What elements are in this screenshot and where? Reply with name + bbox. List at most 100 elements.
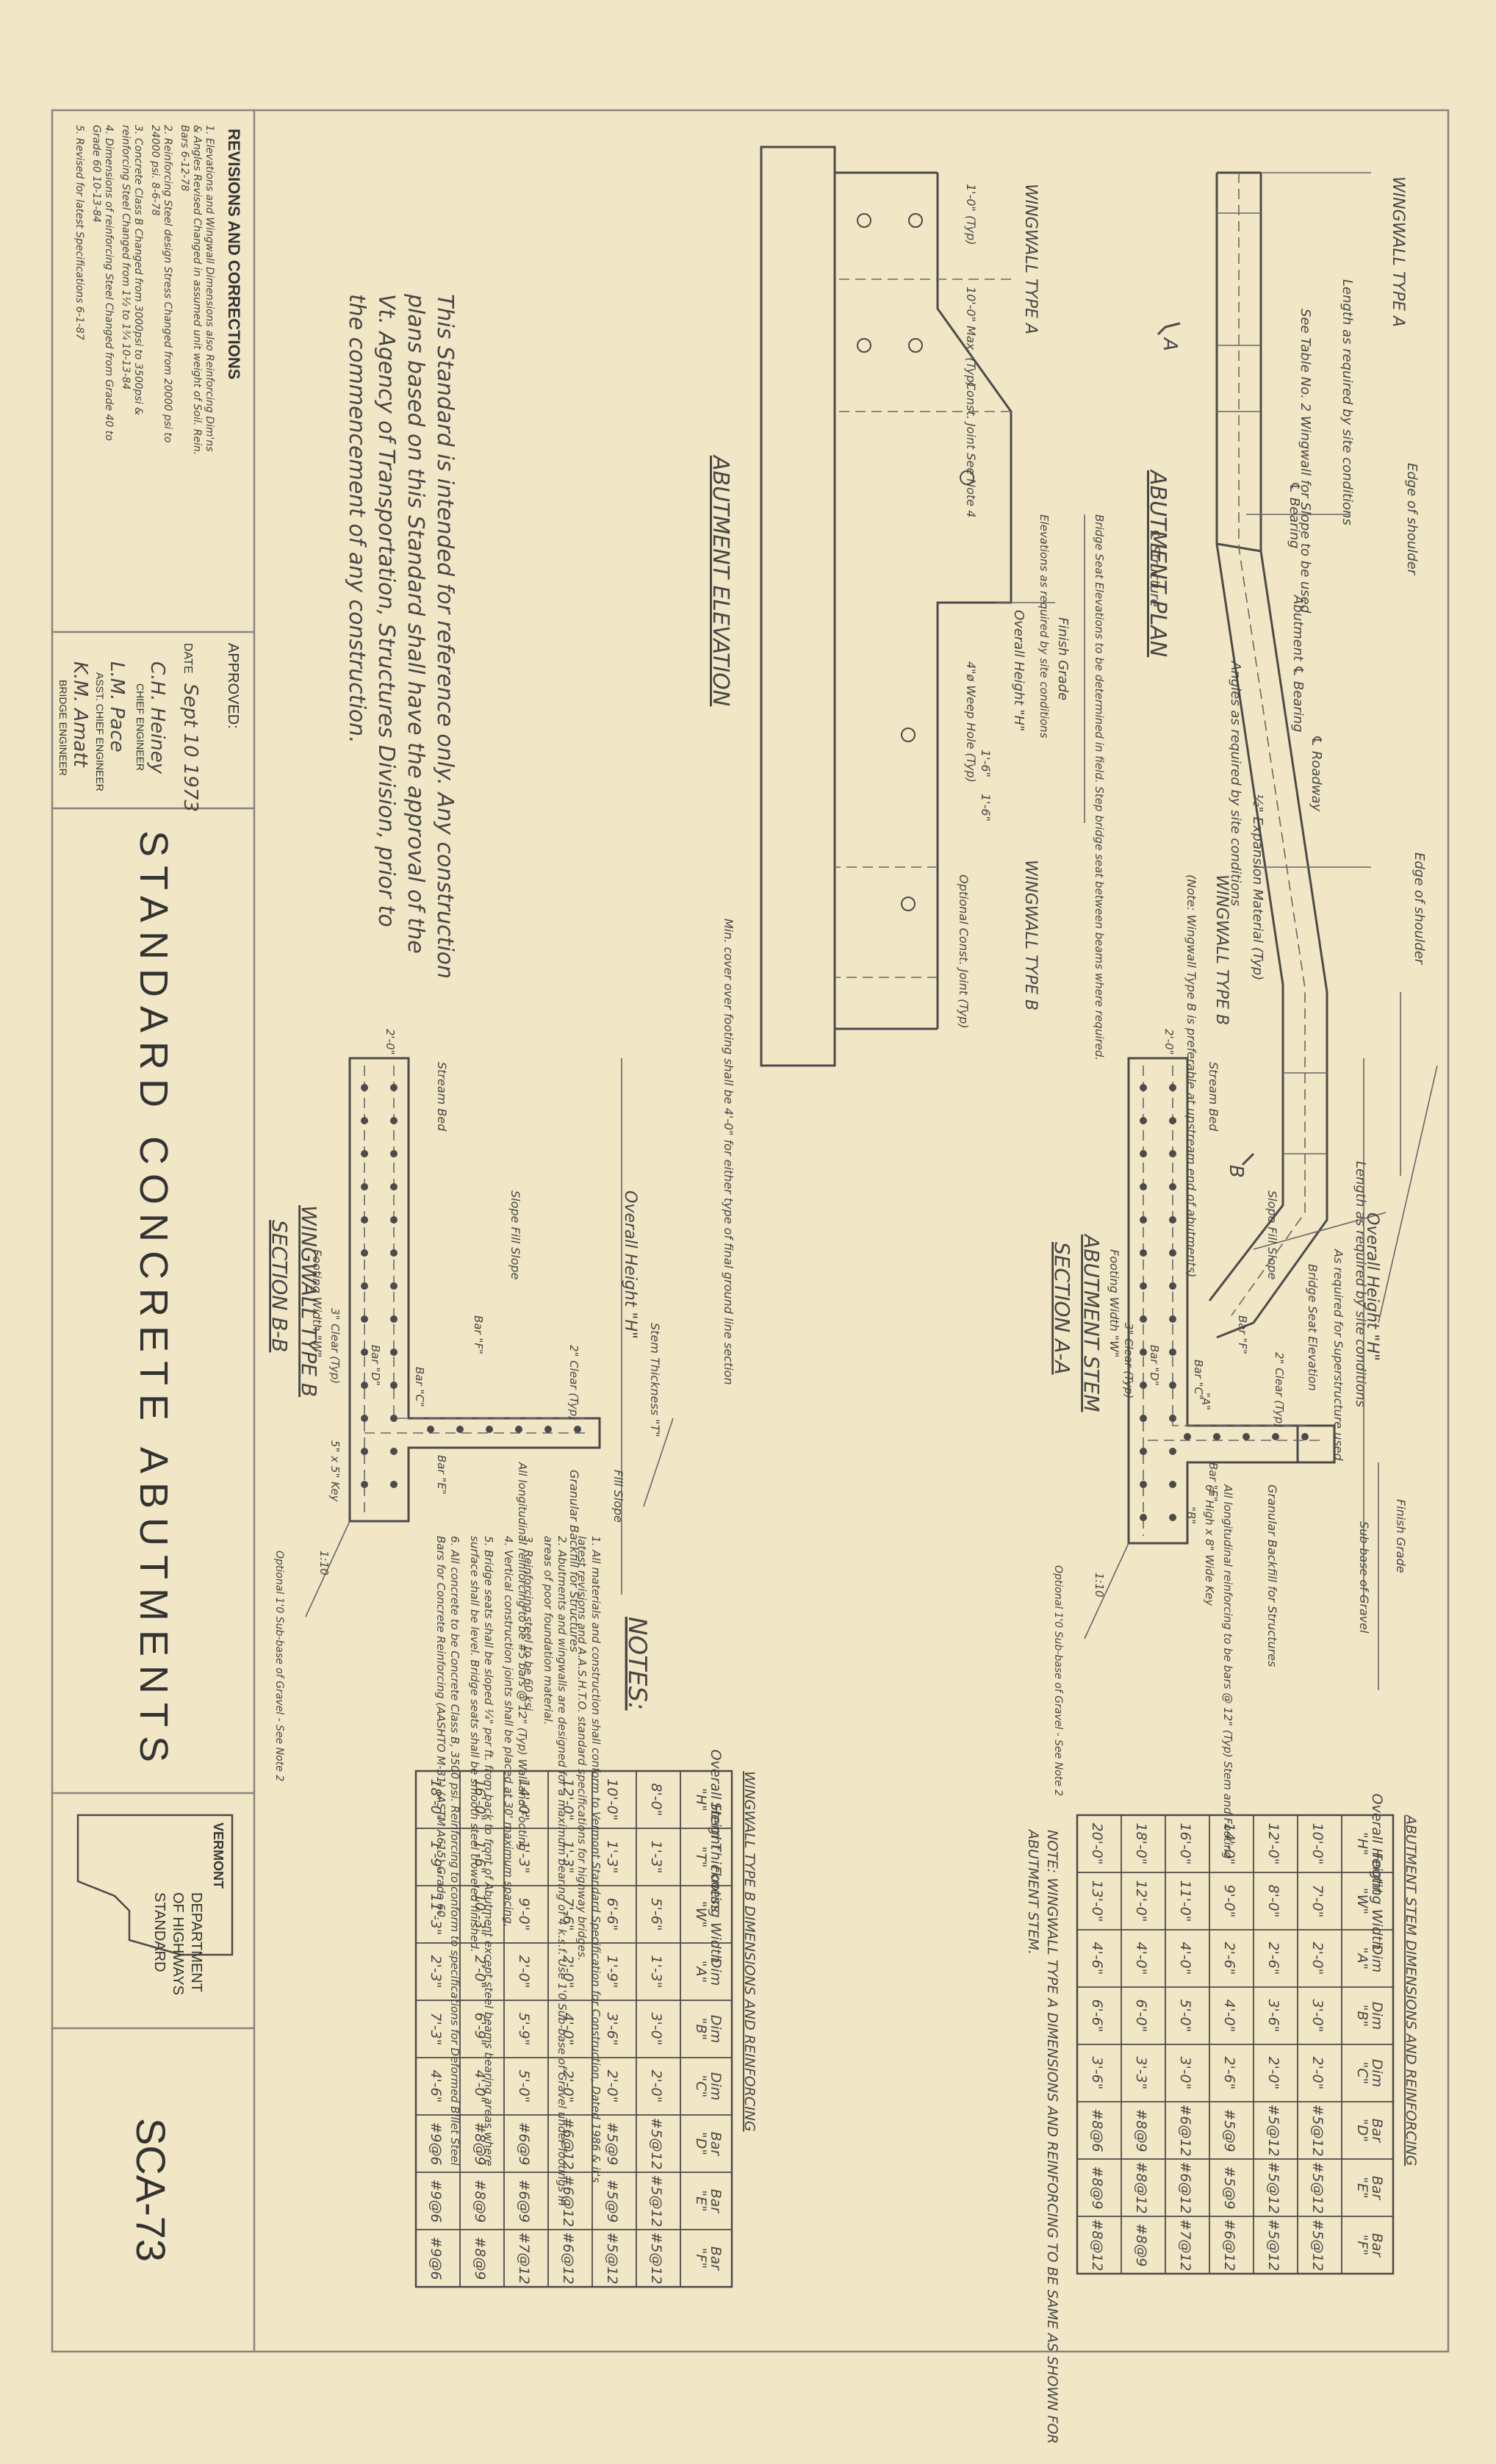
wing-b-dimension-lines bbox=[305, 1058, 674, 1617]
abutment-table-cell: #8@9 bbox=[1133, 2223, 1149, 2266]
plan-angle-note: Angles as required by site conditions bbox=[1228, 661, 1243, 906]
stem-a-outline bbox=[1127, 1057, 1336, 1545]
wingwall-table-cell: #6@12 bbox=[560, 2174, 576, 2227]
elevation-cover-note: Min. cover over footing shall be 4'-0" f… bbox=[722, 919, 736, 1385]
stem-a-subbase: Sub-base of Gravel bbox=[1357, 1521, 1371, 1634]
stem-a-bar-d: Bar "D" bbox=[1148, 1345, 1161, 1386]
rebar-dot bbox=[390, 1315, 398, 1323]
elevation-dim-1: 1'-6" bbox=[979, 750, 993, 777]
signer-chief: CHIEF ENGINEER bbox=[134, 683, 146, 771]
plan-title: ABUTMENT PLAN bbox=[1145, 469, 1170, 657]
revision-item: 5. Revised for latest Specifications 6-1… bbox=[73, 125, 85, 340]
elevation-finish-grade: Finish Grade bbox=[1055, 617, 1071, 700]
plan-bearing-line bbox=[1231, 173, 1306, 1316]
abutment-table-cell: #6@12 bbox=[1177, 2161, 1193, 2213]
rebar-dot bbox=[574, 1426, 581, 1433]
date-value: Sept 10 1973 bbox=[179, 683, 201, 812]
rebar-dot bbox=[427, 1426, 434, 1433]
elevation-site-note: Elevations as required by site condition… bbox=[1038, 514, 1051, 739]
abutment-table-header: Bar"E" bbox=[1354, 2176, 1385, 2201]
wingwall-table-cell: 8'-0" bbox=[648, 1784, 664, 1817]
plan-expansion: ½" Expansion Material (Typ) bbox=[1250, 794, 1265, 980]
weep-hole-icon bbox=[857, 338, 871, 353]
signer-asst: ASST. CHIEF ENGINEER bbox=[94, 672, 106, 791]
rebar-dot bbox=[1140, 1382, 1147, 1389]
wingwall-table-header: Stem Thickness"T" bbox=[693, 1802, 724, 1912]
note-item: 4. Vertical construction joints shall be… bbox=[502, 1536, 515, 1928]
wingwall-table-cell: 18'-0" bbox=[428, 1778, 444, 1820]
wingwall-table-title: WINGWALL TYPE B DIMENSIONS AND REINFORCI… bbox=[741, 1771, 758, 2132]
wing-b-clear-2: 2" Clear (Typ) bbox=[567, 1345, 580, 1420]
abutment-table-note: NOTE: WINGWALL TYPE A DIMENSIONS AND REI… bbox=[1025, 1828, 1060, 2444]
wing-b-subtitle: SECTION B-B bbox=[267, 1220, 292, 1352]
rebar-dot bbox=[390, 1382, 398, 1389]
abutment-table-cell: #5@9 bbox=[1221, 2108, 1237, 2152]
wingwall-table-cell: #5@12 bbox=[648, 2232, 664, 2284]
rebar-dot bbox=[361, 1448, 368, 1455]
abutment-table-cell: 16'-0" bbox=[1177, 1822, 1193, 1864]
rebar-dot bbox=[361, 1183, 368, 1190]
rebar-dot bbox=[1213, 1433, 1220, 1440]
plan-shoulder-b: Edge of shoulder bbox=[1412, 852, 1427, 966]
wingwall-table-cell: #6@9 bbox=[516, 2122, 532, 2165]
abutment-table-cell: #7@12 bbox=[1177, 2219, 1193, 2271]
rebar-dot bbox=[361, 1348, 368, 1356]
wingwall-table-header: Dim"A" bbox=[693, 1958, 724, 1986]
wingwall-table-header-line: Stem Thickness bbox=[708, 1802, 724, 1912]
wingwall-table-cell: 4'-6" bbox=[428, 2070, 444, 2103]
reference-note-text-line: Vt. Agency of Transportation, Structures… bbox=[373, 294, 399, 927]
wingwall-table-cell: 4'-0" bbox=[560, 2013, 576, 2046]
wingwall-table-cell: 2'-0" bbox=[516, 1955, 532, 1989]
rebar-dot bbox=[361, 1481, 368, 1488]
wingwall-table-cell: 7'-6" bbox=[560, 1898, 576, 1931]
revision-item-line: 2. Reinforcing Steel design Stress Chang… bbox=[162, 125, 173, 442]
wingwall-table-header-line: "D" bbox=[693, 2132, 709, 2155]
signature-asst: L.M. Pace bbox=[106, 661, 128, 753]
wingwall-table-header-line: "H" bbox=[693, 1788, 709, 1811]
note-item: 2. Abutments and wingwalls are designed … bbox=[542, 1536, 569, 2206]
rebar-dot bbox=[1169, 1415, 1176, 1422]
wingwall-table-cell: #7@12 bbox=[516, 2232, 532, 2284]
wingwall-table-cell: 5'-0" bbox=[516, 2070, 532, 2103]
abutment-table-header: Bar"D" bbox=[1354, 2119, 1385, 2144]
agency-line-2: OF HIGHWAYS bbox=[170, 1892, 186, 1995]
stem-a-key: 6" High x 8" Wide Key bbox=[1203, 1484, 1216, 1606]
elevation-max-spacing: 10'-0" Max. (Typ) bbox=[964, 287, 978, 387]
wingwall-table-cell: 2'-3" bbox=[428, 1955, 444, 1989]
weep-hole-icon bbox=[908, 338, 923, 353]
plan-joints bbox=[1217, 212, 1327, 1154]
wingwall-table-header-line: Overall Height bbox=[708, 1750, 724, 1851]
plan-section-a-left: A bbox=[1159, 337, 1181, 351]
wingwall-table-cell: 2'-0" bbox=[472, 1955, 488, 1989]
revision-item-line: & Angles Revised Changed in assumed unit… bbox=[191, 125, 203, 455]
note-item: 6. All concrete to be Concrete Class B, … bbox=[434, 1536, 461, 2166]
plan-roadway: ℄ Roadway bbox=[1309, 735, 1324, 812]
wingwall-table-cell: #9@6 bbox=[428, 2236, 444, 2280]
reference-note-text-line: the commencement of any construction. bbox=[344, 294, 370, 744]
note-item-line: 1. All materials and construction shall … bbox=[589, 1536, 603, 2183]
wingwall-table-cell: 16'-0" bbox=[472, 1778, 488, 1820]
abutment-table-cell: 2'-0" bbox=[1309, 2057, 1326, 2090]
rebar-dot bbox=[390, 1183, 398, 1190]
rebar-dot bbox=[1140, 1183, 1147, 1190]
abutment-table-cell: 2'-6" bbox=[1265, 1942, 1281, 1975]
wingwall-table-cell: 6'-9" bbox=[472, 2013, 488, 2046]
wingwall-table-cell: #8@9 bbox=[472, 2236, 488, 2280]
rebar-dot bbox=[1140, 1448, 1147, 1455]
abutment-table-header-line: "W" bbox=[1354, 1888, 1370, 1914]
abutment-table-cell: 5'-0" bbox=[1177, 2000, 1193, 2033]
wingwall-table-header-line: "F" bbox=[693, 2248, 709, 2269]
wingwall-table-cell: 1'-3" bbox=[648, 1841, 664, 1874]
plan-front-face bbox=[1216, 173, 1328, 1339]
stem-a-title: ABUTMENT STEM bbox=[1079, 1233, 1104, 1412]
abutment-table-cell: #5@12 bbox=[1265, 2161, 1281, 2213]
wingwall-table-header-line: Bar bbox=[708, 2189, 724, 2214]
weep-hole-icon bbox=[901, 728, 916, 742]
rebar-dot bbox=[1169, 1216, 1176, 1224]
abutment-plan-view: A B Length as required by site condition… bbox=[1145, 171, 1438, 1407]
wingwall-table-cell: 9'-0" bbox=[516, 1898, 532, 1931]
stem-a-bar-c: Bar "C" bbox=[1192, 1359, 1205, 1400]
rebar-dot bbox=[390, 1282, 398, 1290]
reference-note: This Standard is intended for reference … bbox=[344, 293, 458, 979]
note-item-line: latest revisions and A.A.S.H.T.O. standa… bbox=[575, 1536, 589, 1961]
